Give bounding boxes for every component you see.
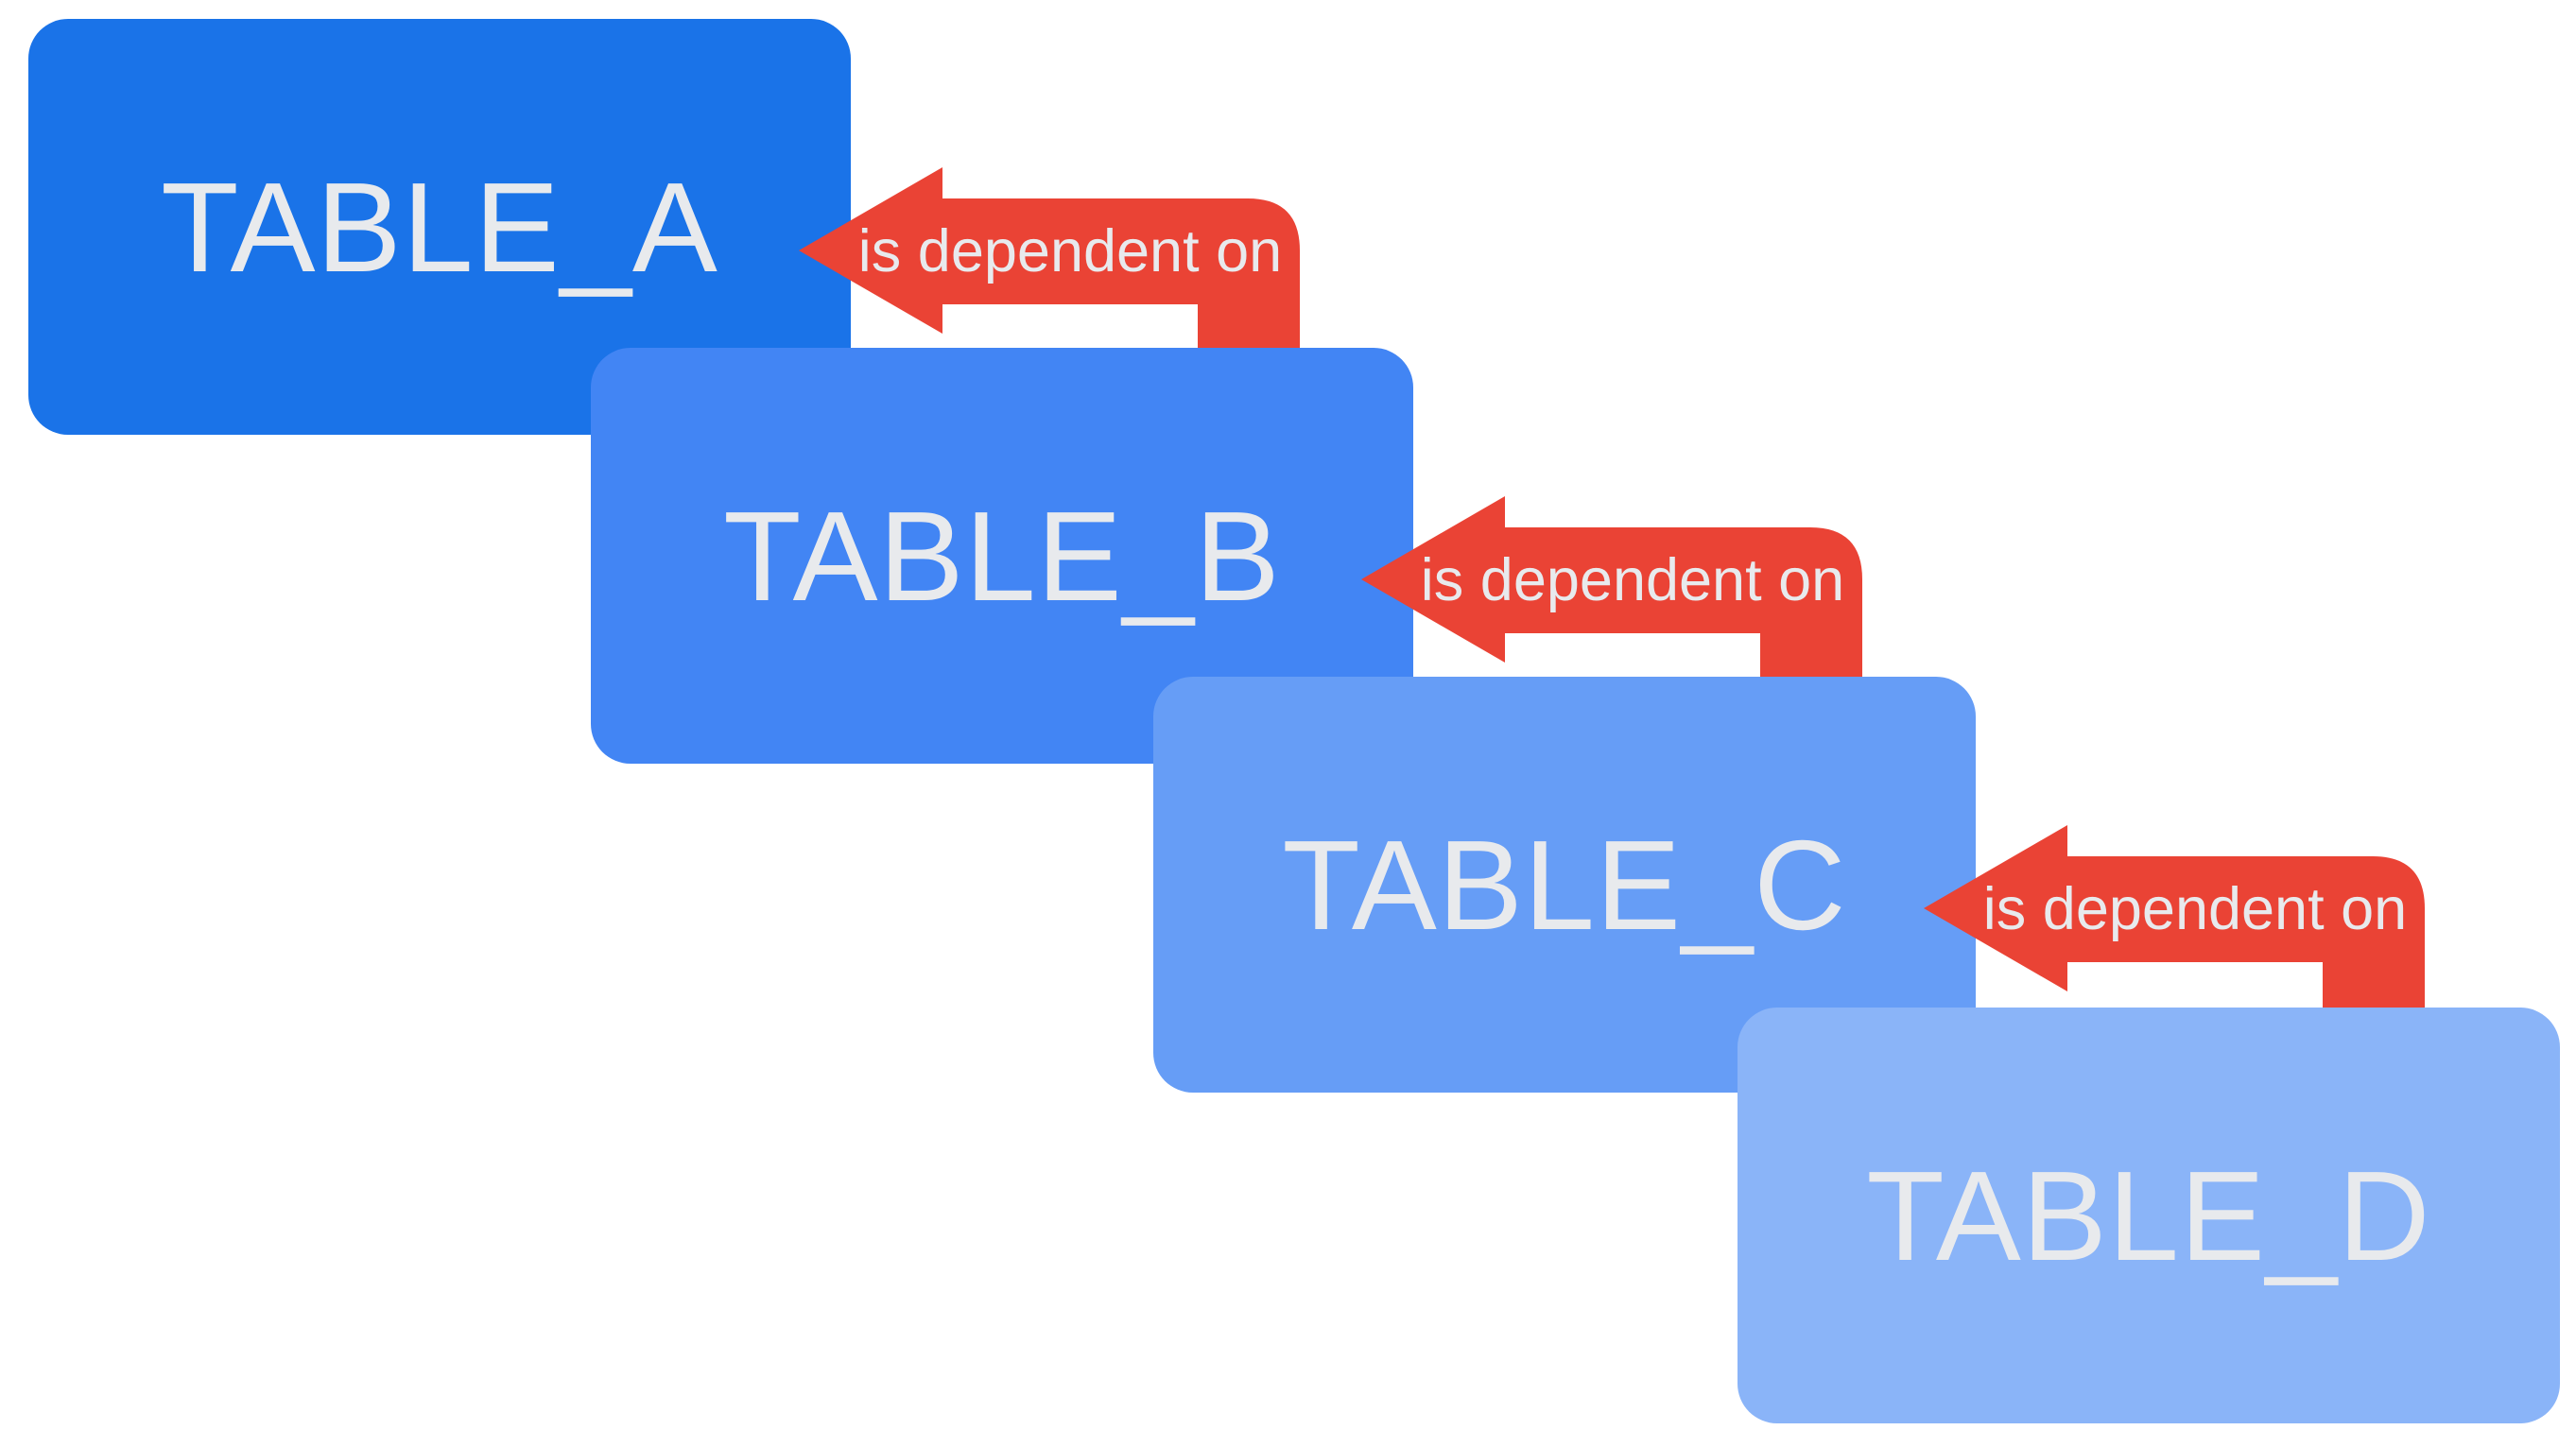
table-b-label: TABLE_B [723, 484, 1281, 628]
arrow-label: is dependent on [1982, 876, 2408, 942]
left-elbow-arrow-shape [799, 167, 1300, 404]
arrow-label: is dependent on [1420, 547, 1845, 613]
table-a-label: TABLE_A [161, 155, 718, 299]
table-a-box: TABLE_A [28, 19, 851, 435]
dependency-arrow-b-to-a [799, 167, 1300, 404]
left-elbow-arrow-shape [1924, 825, 2425, 1061]
dependency-arrow-d-to-c [1924, 825, 2425, 1061]
table-d-label: TABLE_D [1866, 1144, 2431, 1287]
left-elbow-arrow-shape [1361, 496, 1862, 732]
table-d-box: TABLE_D [1738, 1008, 2560, 1423]
dependency-arrow-c-to-b [1361, 496, 1862, 732]
table-c-label: TABLE_C [1282, 813, 1847, 956]
arrow-label: is dependent on [857, 218, 1283, 284]
